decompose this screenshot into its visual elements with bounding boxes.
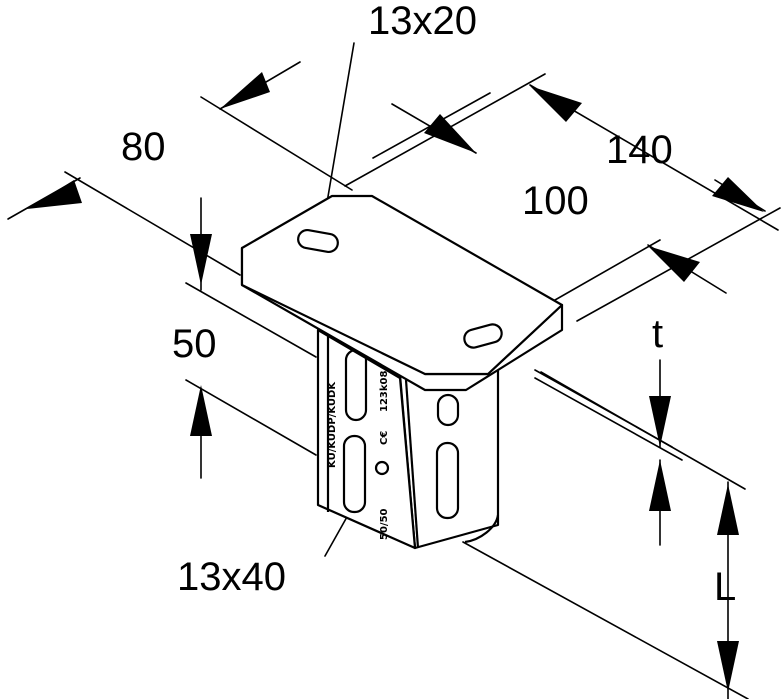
label-100: 100 (522, 179, 589, 223)
extension-50-bottom (185, 379, 317, 456)
profile-front-face (316, 328, 417, 550)
arrow-t-top (649, 396, 671, 447)
plate-slot-right (463, 323, 503, 349)
extension-80-bottom (64, 171, 241, 276)
arrow-100-left (648, 246, 700, 282)
dimension-labels: 13x20 80 140 100 50 13x40 t L (121, 0, 736, 609)
extension-L-top (540, 371, 746, 490)
arrowheads (27, 72, 764, 692)
arrow-L-top (717, 484, 739, 535)
arrow-140-left (530, 86, 582, 122)
back-slot-upper (436, 393, 460, 427)
marking-ce: C€ (379, 431, 390, 445)
extension-80-top (200, 96, 353, 191)
label-t: t (652, 312, 663, 356)
top-plate (240, 194, 564, 392)
label-L: L (714, 565, 736, 609)
marking-recycle-icon (374, 460, 390, 476)
profile-edge-inner (404, 379, 420, 549)
arrow-50-bottom (190, 385, 212, 436)
front-slot-lower (342, 434, 367, 514)
arrow-140-right (712, 177, 764, 212)
extension-t-bottom (534, 377, 683, 461)
back-slot-lower (435, 441, 460, 520)
profile-flange-edge (464, 514, 500, 544)
arrow-80b-left (27, 180, 82, 209)
arrow-50-top (190, 234, 212, 285)
extension-50-top (185, 282, 317, 358)
extension-L-bottom (462, 541, 749, 699)
arrow-100-top (424, 114, 476, 153)
label-140: 140 (606, 128, 673, 172)
label-80: 80 (121, 125, 166, 169)
plate-slot-left (297, 228, 339, 254)
marking-code: 123k08 (379, 371, 390, 412)
arrow-80-left (220, 72, 270, 109)
arrow-t-bottom (649, 460, 671, 511)
label-50: 50 (172, 322, 217, 366)
plate-top-surface (240, 194, 564, 376)
label-13x20: 13x20 (368, 0, 477, 43)
label-13x40: 13x40 (177, 555, 286, 599)
arrow-L-bottom (717, 641, 739, 692)
marking-type: KU/KUDP/KUDK (327, 381, 338, 468)
marking-size: 50/50 (379, 508, 390, 540)
